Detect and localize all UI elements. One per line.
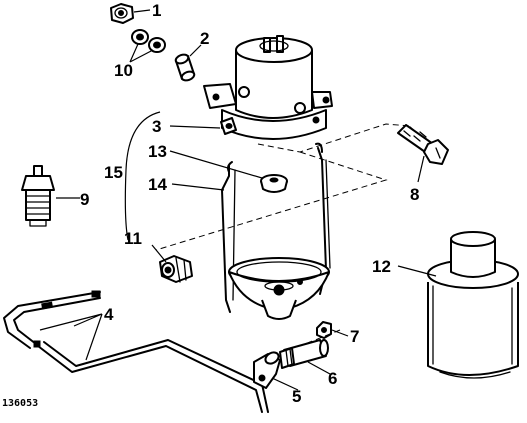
part-3-plug: [220, 117, 237, 135]
part-6-connector: [279, 339, 329, 369]
sediment-bowl-cup: [228, 257, 330, 320]
callout-9: 9: [80, 190, 89, 209]
part-12-filter-element: [427, 231, 519, 379]
callout-11: 11: [124, 229, 142, 248]
assembly-dashed-lines: [155, 123, 411, 347]
callout-7: 7: [350, 327, 359, 346]
part-5-elbow: [253, 351, 281, 389]
part-4-fuel-lines: [3, 290, 269, 413]
part-8-bolt: [397, 124, 449, 165]
callout-13: 13: [148, 142, 167, 161]
callout-1: 1: [152, 1, 161, 20]
callout-12: 12: [372, 257, 391, 276]
callout-2: 2: [200, 29, 209, 48]
callout-3: 3: [152, 117, 161, 136]
callout-5: 5: [292, 387, 301, 406]
part-9-sensor: [21, 165, 55, 227]
callout-10: 10: [114, 61, 133, 80]
part-10-washers: [131, 29, 166, 53]
part-7-small-nut: [316, 321, 332, 339]
figure-number: 136053: [2, 398, 38, 409]
callout-14: 14: [148, 175, 167, 194]
callout-8: 8: [410, 185, 419, 204]
part-11-elbow-fitting: [159, 255, 193, 283]
filter-head-housing: [203, 35, 333, 140]
part-13-grommet: [260, 174, 288, 193]
leader-lines: [39, 9, 437, 391]
callout-4: 4: [104, 305, 114, 324]
part-1-nut: [110, 3, 134, 24]
callout-15: 15: [104, 163, 123, 182]
callout-6: 6: [328, 369, 337, 388]
callout-labels: 1 2 3 4 5 6 7 8 9 10 11 12 13 14 15: [80, 1, 419, 406]
part-2-bushing: [174, 53, 196, 82]
